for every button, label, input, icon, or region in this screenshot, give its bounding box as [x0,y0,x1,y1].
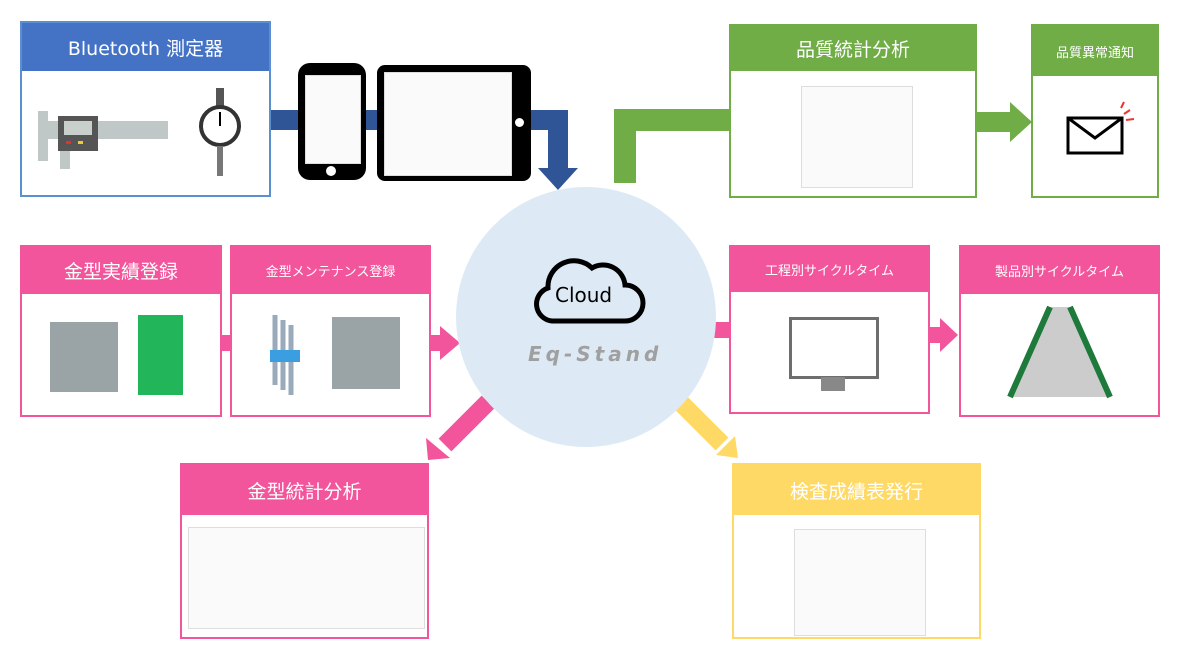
smartphone-icon [298,63,366,180]
inspection-report-box: 検査成績表発行 [732,463,981,639]
pink-arrow-down [438,395,495,452]
hex-key-icon [270,315,300,395]
blue-arrow [270,110,568,172]
quality-stats-title: 品質統計分析 [731,26,975,71]
dial-gauge-icon [199,88,241,176]
quality-stats-screenshot [801,86,913,188]
quality-stats-box: 品質統計分析 [729,24,977,198]
product-cycle-title: 製品別サイクルタイム [961,247,1158,294]
tablet-icon [377,65,531,181]
bluetooth-title: Bluetooth 測定器 [22,23,269,71]
mold-record-box: 金型実績登録 [20,245,222,417]
monitor-gantt-icon [789,317,879,379]
mold-icon [332,317,400,389]
product-cycle-box: 製品別サイクルタイム [959,245,1160,417]
cloud-label: Cloud [555,283,613,307]
cloud-icon [534,258,646,324]
mold-record-title: 金型実績登録 [22,247,220,294]
conveyor-icon [1007,305,1113,399]
cloud-hub [456,187,716,447]
quality-alert-title: 品質異常通知 [1033,26,1157,76]
quality-alert-box: 品質異常通知 [1031,24,1159,198]
mold-maintenance-title: 金型メンテナンス登録 [232,247,429,294]
inspection-report-title: 検査成績表発行 [734,465,979,515]
process-cycle-title: 工程別サイクルタイム [731,247,928,292]
press-machine-icon [138,315,183,395]
green-connector [614,109,730,183]
mold-stats-title: 金型統計分析 [182,465,427,515]
mold-stats-screenshot [188,527,425,629]
mold-stats-box: 金型統計分析 [180,463,429,639]
inspection-report-screenshot [794,529,926,636]
envelope-icon [1066,101,1135,155]
caliper-icon [38,111,168,169]
process-cycle-box: 工程別サイクルタイム [729,245,930,414]
bluetooth-box: Bluetooth 測定器 [20,21,271,197]
mold-maintenance-box: 金型メンテナンス登録 [230,245,431,417]
brand-label: Eq-Stand [528,342,663,366]
green-arrow-head [1010,102,1032,142]
blue-arrow-head [538,168,578,190]
yellow-arrow [673,395,729,451]
mold-icon [50,322,118,392]
